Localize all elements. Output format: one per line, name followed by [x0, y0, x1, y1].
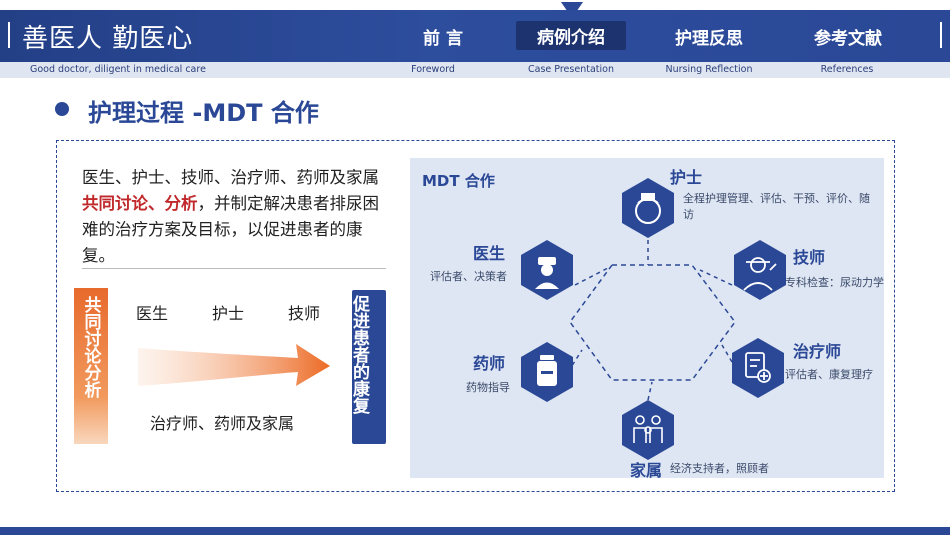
- node-pharmacist-desc: 药物指导: [466, 381, 510, 394]
- node-doctor-hex: [521, 240, 573, 300]
- role-nurse: 护士: [212, 304, 245, 323]
- node-doctor-name: 医生: [473, 244, 506, 263]
- nav-foreword[interactable]: 前 言: [423, 29, 463, 49]
- doctor-icon: [535, 257, 559, 289]
- paragraph-underline: [82, 268, 386, 269]
- brand-slogan: Good doctor, diligent in medical care: [30, 64, 206, 75]
- nav-references[interactable]: 参考文献: [814, 29, 882, 49]
- nav-references-en: References: [820, 64, 874, 75]
- node-therapist-name: 治疗师: [793, 342, 842, 361]
- therapy-icon: [745, 352, 771, 383]
- nav-case-presentation-en: Case Presentation: [528, 64, 614, 75]
- node-nurse-hex: [622, 178, 674, 238]
- role-technician: 技师: [288, 304, 321, 323]
- node-pharmacist-name: 药师: [473, 354, 506, 373]
- role-others: 治疗师、药师及家属: [150, 414, 295, 433]
- nav-foreword-en: Foreword: [411, 64, 455, 75]
- header-divider: [8, 22, 10, 48]
- para-highlight: 共同讨论、分析: [82, 194, 198, 213]
- discussion-bar: 共同讨论分析: [74, 288, 108, 444]
- role-doctor: 医生: [136, 304, 169, 323]
- node-technician-hex: [734, 240, 786, 300]
- nurse-icon: [635, 193, 661, 224]
- node-therapist-desc: 评估者、康复理疗: [785, 368, 873, 381]
- header: 善医人 勤医心 Good doctor, diligent in medical…: [0, 0, 950, 80]
- description-paragraph: 医生、护士、技师、治疗师、药师及家属共同讨论、分析，并制定解决患者排尿困难的治疗…: [82, 165, 392, 269]
- mdt-panel-title: MDT 合作: [422, 172, 495, 190]
- outcome-label: 促进患者的康复: [349, 295, 369, 414]
- node-family-desc: 经济支持者，照顾者: [670, 462, 769, 475]
- node-family-hex: [622, 400, 674, 460]
- nav-nursing-reflection-en: Nursing Reflection: [665, 64, 753, 75]
- header-band: [0, 10, 950, 62]
- nav-nursing-reflection[interactable]: 护理反思: [675, 29, 743, 49]
- node-nurse-name: 护士: [670, 168, 703, 187]
- node-pharmacist-hex: [521, 342, 573, 402]
- node-family-name: 家属: [630, 461, 663, 480]
- node-nurse-desc: 全程护理管理、评估、干预、评价、随访: [683, 192, 870, 221]
- family-icon: [633, 415, 663, 443]
- content-frame: [56, 140, 895, 492]
- brand-title: 善医人 勤医心: [22, 24, 194, 54]
- flow-arrow: [138, 344, 330, 386]
- node-technician-desc: 专科检查：尿动力学: [785, 276, 884, 289]
- para-text: 医生、护士、技师、治疗师、药师及家属: [82, 168, 379, 187]
- network-connectors: [567, 232, 733, 401]
- node-therapist-hex: [732, 338, 784, 398]
- technician-icon: [743, 257, 777, 291]
- header-subbar: [0, 62, 950, 78]
- nav-case-presentation[interactable]: 病例介绍: [516, 21, 626, 50]
- para-text: ，并制定解决患者排尿困难的治疗方案及目标，以促进患者的康复。: [82, 194, 379, 265]
- medicine-bottle-icon: [537, 355, 557, 386]
- node-technician-name: 技师: [793, 248, 826, 267]
- header-divider: [940, 22, 942, 48]
- network-hexagon: [569, 264, 736, 381]
- section-title: 护理过程 -MDT 合作: [88, 99, 319, 127]
- title-bullet: [55, 102, 69, 116]
- node-doctor-desc: 评估者、决策者: [430, 270, 507, 283]
- outcome-bar: [352, 290, 386, 444]
- footer-bar: [0, 527, 950, 535]
